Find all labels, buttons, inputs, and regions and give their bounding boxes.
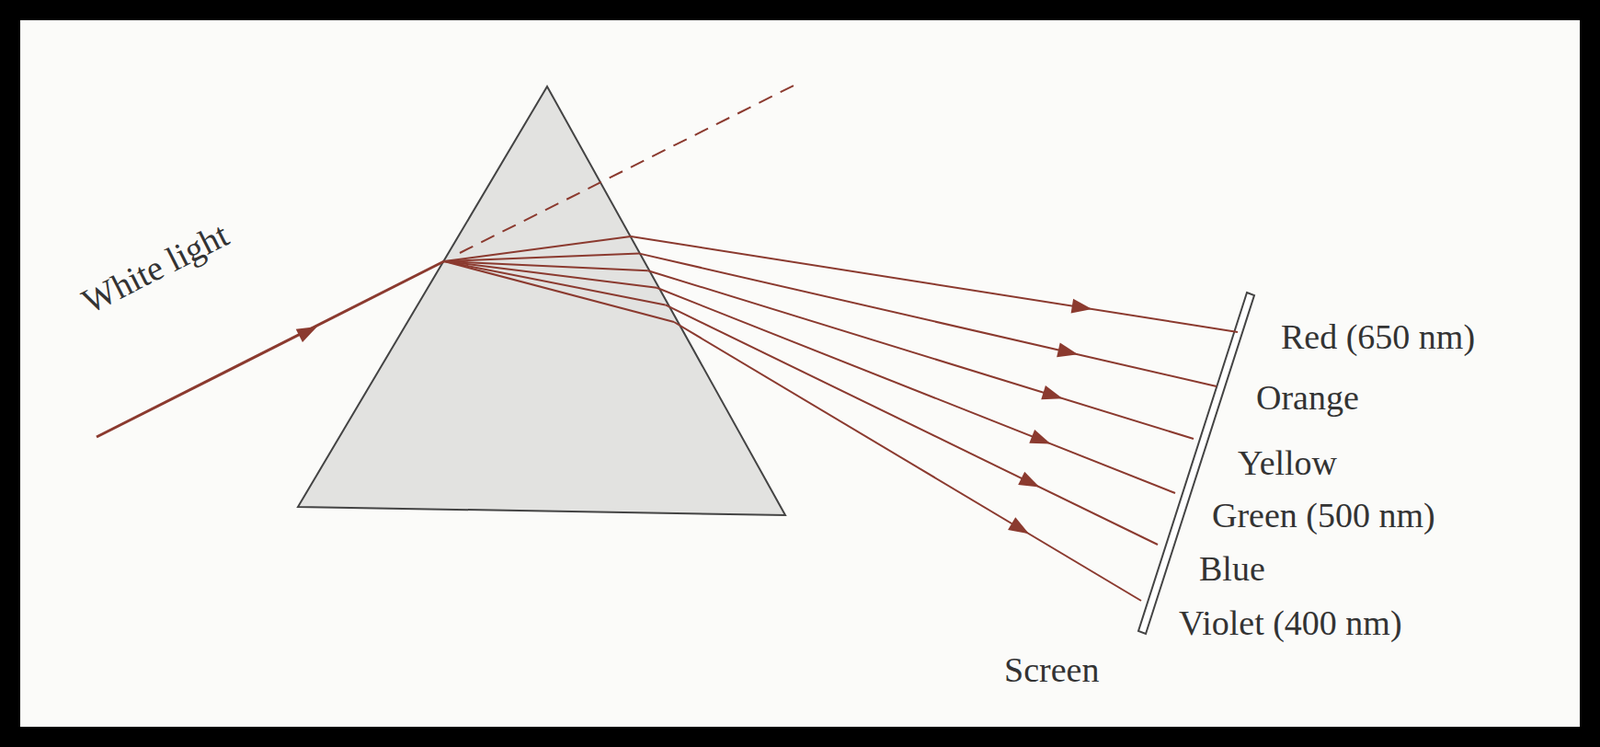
color-label: Orange <box>1256 379 1360 415</box>
arrowhead <box>1040 385 1063 400</box>
color-label: Yellow <box>1237 445 1338 480</box>
dispersed-rays <box>296 236 1238 601</box>
dispersed-ray <box>665 304 1158 545</box>
dispersed-ray <box>656 287 1176 493</box>
dispersed-ray <box>639 253 1217 387</box>
dispersed-ray <box>674 321 1142 601</box>
arrowhead <box>296 326 318 343</box>
part-label: Screen <box>1004 651 1099 687</box>
arrowhead <box>1007 516 1029 534</box>
refracted-ray <box>444 253 640 262</box>
arrowhead <box>1017 471 1040 488</box>
refracted-ray <box>444 261 657 288</box>
dispersed-ray <box>630 236 1238 332</box>
color-label: Red (650 nm) <box>1280 319 1475 355</box>
refracted-ray <box>444 261 666 305</box>
color-label: Green (500 nm) <box>1211 497 1436 533</box>
refracted-ray <box>444 261 675 322</box>
color-label: Violet (400 nm) <box>1178 605 1403 640</box>
arrowhead <box>1071 298 1093 314</box>
arrowhead <box>1028 429 1051 445</box>
prism <box>297 86 786 515</box>
normal-dashed-line <box>459 81 801 253</box>
color-label: Blue <box>1199 550 1266 586</box>
arrowhead <box>1056 342 1078 358</box>
